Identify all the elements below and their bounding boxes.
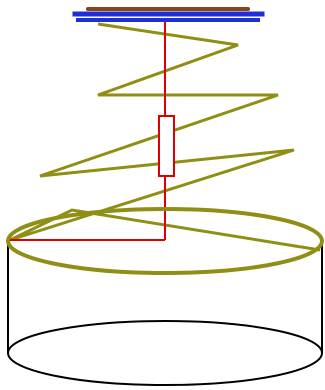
ceiling-mount bbox=[72, 7, 265, 22]
cylinder-bottom-ellipse bbox=[7, 320, 323, 386]
cylinder-top-rim bbox=[6, 207, 324, 275]
inline-element bbox=[158, 115, 175, 177]
cylindrical-container bbox=[7, 241, 323, 386]
suspension-string bbox=[10, 22, 175, 241]
